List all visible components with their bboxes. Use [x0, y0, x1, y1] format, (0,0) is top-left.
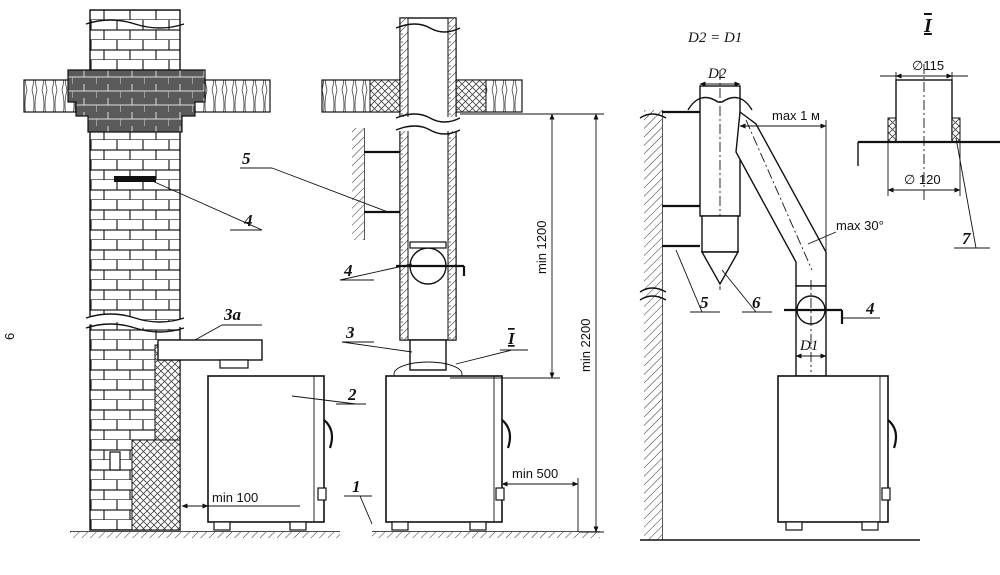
label-1: 1 — [352, 477, 361, 496]
label-4-mid: 4 — [343, 261, 353, 280]
chimney-inlet-slot — [114, 176, 156, 182]
break-line-mid-left — [85, 313, 185, 333]
boiler-middle — [385, 375, 503, 523]
dim-min-100: min 100 — [212, 490, 258, 505]
wall-insulation-lower — [131, 439, 181, 531]
label-d2: D2 — [707, 66, 727, 82]
label-5-mid: 5 — [242, 149, 251, 168]
dim-d115: ∅115 — [912, 58, 944, 73]
cleaning-door — [109, 451, 121, 471]
label-4-right: 4 — [865, 299, 875, 318]
label-I-detail: I — [923, 15, 933, 37]
label-3-mid: 3 — [345, 323, 355, 342]
label-5-right: 5 — [700, 293, 709, 312]
boiler-handle-left — [323, 419, 334, 449]
dim-min-1200: min 1200 — [534, 221, 549, 274]
label-4-left: 4 — [243, 211, 253, 230]
dim-max-1m: max 1 м — [772, 108, 820, 123]
sandwich-pipe — [399, 17, 457, 341]
label-3a: 3а — [223, 305, 242, 324]
adapter-3 — [409, 339, 447, 371]
flue-connector-left — [219, 359, 249, 369]
label-2: 2 — [347, 385, 357, 404]
right-scene: D2 = D1 D2 D1 max 1 м — [639, 30, 920, 541]
dim-max-30: max 30° — [836, 218, 884, 233]
boiler-foot-left-b — [289, 521, 307, 531]
label-7: 7 — [962, 229, 972, 248]
page-number: 6 — [2, 333, 17, 340]
break-line-top-left — [85, 19, 185, 29]
boiler-left — [207, 375, 325, 523]
dim-d120: ∅ 120 — [904, 172, 941, 187]
label-d1: D1 — [799, 338, 818, 354]
horizontal-flue-3a — [157, 339, 263, 361]
dim-min-2200: min 2200 — [578, 319, 593, 372]
chimney-collar — [67, 69, 206, 133]
boiler-right — [777, 375, 889, 523]
middle-scene: min 500 min 1200 min 2200 5 4 3 I 1 — [240, 17, 604, 538]
detail-I: I ∅115 ∅ 120 7 — [857, 15, 1000, 249]
label-6-right: 6 — [752, 293, 761, 312]
label-I-mid: I — [507, 329, 516, 348]
dim-min-500: min 500 — [512, 466, 558, 481]
floor-hatch-left — [70, 532, 340, 538]
condensate-collector — [701, 215, 739, 253]
boiler-foot-left-a — [213, 521, 231, 531]
break-line-top-mid — [395, 23, 461, 33]
formula-d2-eq-d1: D2 = D1 — [687, 30, 742, 46]
left-scene: min 100 4 3а 2 — [23, 9, 366, 538]
break-line-mid-mid — [395, 113, 461, 135]
condensate-drain-cone — [700, 251, 740, 286]
